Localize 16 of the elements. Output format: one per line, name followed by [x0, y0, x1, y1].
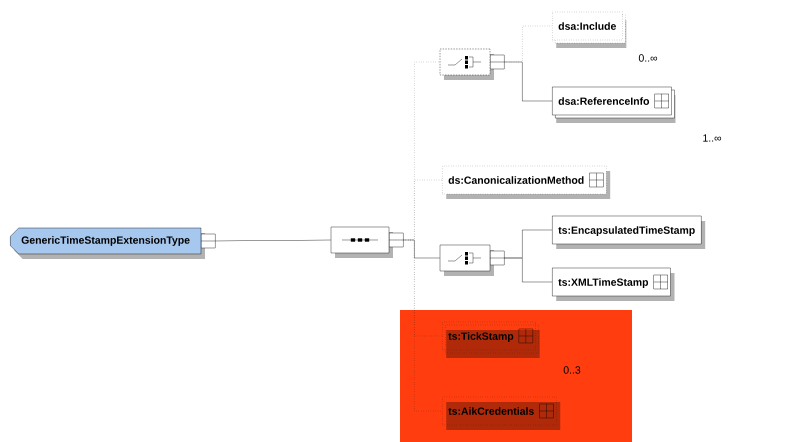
connector [215, 240, 331, 242]
element-box: ts:XMLTimeStamp [552, 268, 674, 301]
type-box: GenericTimeStampExtensionType [10, 228, 205, 259]
connector [504, 62, 552, 102]
element-box: dsa:Include [552, 12, 626, 48]
element-box: ts:AikCredentials [442, 396, 560, 430]
occurrence-label: 0..3 [564, 366, 580, 374]
element-box: ts:TickStamp [442, 322, 540, 358]
element-box: ts:EncapsulatedTimeStamp [552, 216, 706, 249]
element-box: ds:CanonicalizationMethod [442, 166, 610, 199]
connector [403, 240, 440, 258]
connector [504, 258, 552, 282]
occurrence-label: 0..∞ [638, 54, 658, 62]
element-box: dsa:ReferenceInfo [552, 86, 676, 123]
occurrence-label: 1..∞ [703, 134, 722, 142]
connector [403, 240, 442, 412]
